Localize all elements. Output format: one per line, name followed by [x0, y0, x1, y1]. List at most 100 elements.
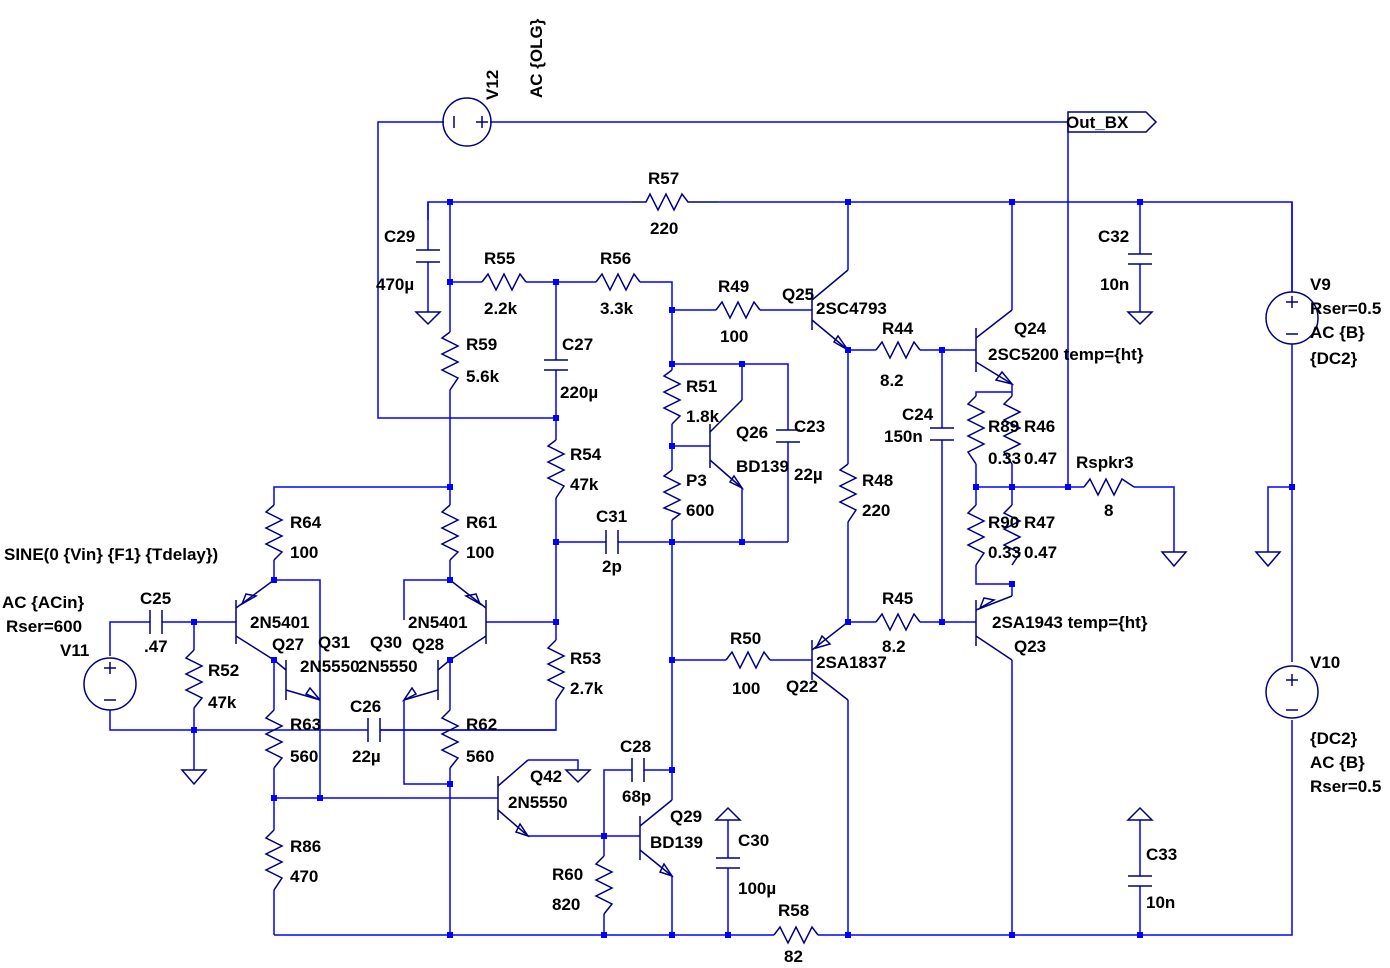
v9-source[interactable]	[1265, 202, 1319, 345]
r89-value: 0.33	[988, 449, 1021, 468]
c23-name: C23	[794, 417, 825, 436]
p3-value: 600	[686, 501, 714, 520]
r60-resistor[interactable]	[594, 855, 614, 915]
r89-resistor[interactable]	[966, 395, 986, 465]
r45-name: R45	[882, 589, 913, 608]
p3-resistor[interactable]	[662, 469, 682, 521]
ground-symbol-c32	[1126, 311, 1154, 326]
r52-value: 47k	[208, 693, 237, 712]
q26-transistor[interactable]	[709, 399, 745, 490]
r47-value: 0.47	[1024, 543, 1057, 562]
q29-transistor[interactable]	[639, 799, 674, 878]
q24-transistor[interactable]	[975, 309, 1015, 386]
ground-symbol-c33	[1126, 806, 1154, 821]
r49-resistor[interactable]	[715, 300, 761, 320]
r89-name: R89	[988, 417, 1019, 436]
r61-resistor[interactable]	[440, 504, 460, 561]
wire-r56-right	[640, 281, 673, 310]
r48-resistor[interactable]	[838, 463, 858, 523]
c33-capacitor[interactable]	[1128, 875, 1152, 887]
r44-name: R44	[882, 319, 914, 338]
ac-in-label: AC {ACin}	[2, 593, 85, 612]
c24-capacitor[interactable]	[930, 427, 954, 441]
r48-value: 220	[862, 501, 890, 520]
r90-name: R90	[988, 513, 1019, 532]
out-bx-net-flag[interactable]	[1067, 111, 1158, 133]
c23-capacitor[interactable]	[776, 429, 800, 452]
r57-name: R57	[648, 169, 679, 188]
c31-value: 2p	[602, 557, 622, 576]
r57-resistor[interactable]	[632, 192, 718, 212]
q26-model: BD139	[736, 457, 789, 476]
r58-resistor[interactable]	[773, 925, 819, 945]
r45-resistor[interactable]	[875, 612, 921, 632]
r56-name: R56	[600, 249, 631, 268]
c32-capacitor[interactable]	[1128, 253, 1152, 265]
c28-capacitor[interactable]	[631, 758, 645, 782]
c33-name: C33	[1146, 845, 1177, 864]
r54-resistor[interactable]	[546, 439, 566, 499]
wire-c28-left	[603, 769, 632, 836]
wire-q28-emit	[403, 579, 450, 620]
c29-capacitor[interactable]	[416, 249, 440, 263]
c26-capacitor[interactable]	[358, 718, 381, 742]
rspkr3-resistor[interactable]	[1083, 477, 1135, 497]
c23-value: 22µ	[794, 465, 823, 484]
c31-name: C31	[596, 507, 627, 526]
wire-top-rail-left	[427, 201, 632, 220]
r57-value: 220	[650, 219, 678, 238]
ground-symbol-mid	[1254, 551, 1282, 568]
r52-resistor[interactable]	[184, 649, 204, 709]
wire-q30-emit	[403, 700, 450, 785]
q31-name: Q31	[318, 633, 350, 652]
c33-value: 10n	[1146, 893, 1175, 912]
r62-resistor[interactable]	[440, 709, 460, 769]
c27-capacitor[interactable]	[544, 359, 568, 371]
c32-value: 10n	[1100, 275, 1129, 294]
junctions	[191, 199, 1295, 938]
r47-resistor[interactable]	[1002, 504, 1022, 566]
r50-resistor[interactable]	[725, 650, 771, 670]
r59-resistor[interactable]	[440, 331, 460, 391]
q28-model: 2N5401	[408, 613, 468, 632]
c25-capacitor[interactable]	[149, 610, 163, 634]
q23-transistor[interactable]	[975, 595, 1013, 661]
r90-resistor[interactable]	[966, 504, 986, 566]
r53-resistor[interactable]	[546, 639, 566, 701]
r46-resistor[interactable]	[1002, 395, 1022, 465]
ground-symbol-c29	[414, 311, 442, 326]
components	[83, 97, 1319, 945]
r55-resistor[interactable]	[481, 272, 527, 292]
v12-source[interactable]	[442, 97, 492, 147]
q25-transistor[interactable]	[811, 269, 849, 351]
q29-name: Q29	[670, 807, 702, 826]
wire-mid-gnd	[1267, 486, 1292, 552]
r51-resistor[interactable]	[662, 369, 682, 425]
c24-value: 150n	[884, 427, 923, 446]
r53-name: R53	[570, 649, 601, 668]
r64-resistor[interactable]	[264, 504, 284, 561]
q42-model: 2N5550	[508, 793, 568, 812]
q42-transistor[interactable]	[497, 759, 530, 838]
r47-name: R47	[1024, 513, 1055, 532]
r44-resistor[interactable]	[875, 340, 921, 360]
p3-name: P3	[686, 471, 707, 490]
r64-name: R64	[290, 513, 322, 532]
c30-capacitor[interactable]	[716, 857, 740, 869]
r53-value: 2.7k	[570, 679, 604, 698]
sine-source-label: SINE(0 {Vin} {F1} {Tdelay})	[4, 545, 218, 564]
r86-resistor[interactable]	[264, 829, 284, 891]
v10-source[interactable]	[1265, 665, 1319, 719]
r56-resistor[interactable]	[595, 272, 641, 292]
r64-value: 100	[290, 543, 318, 562]
q28-transistor[interactable]	[449, 579, 487, 661]
v11-source[interactable]	[83, 657, 137, 711]
c31-capacitor[interactable]	[605, 530, 619, 554]
c29-name: C29	[384, 227, 415, 246]
r63-resistor[interactable]	[264, 709, 284, 769]
q27-transistor[interactable]	[235, 579, 275, 661]
ground-symbol-q42	[564, 769, 592, 784]
r55-value: 2.2k	[484, 299, 518, 318]
q22-transistor[interactable]	[811, 621, 849, 701]
